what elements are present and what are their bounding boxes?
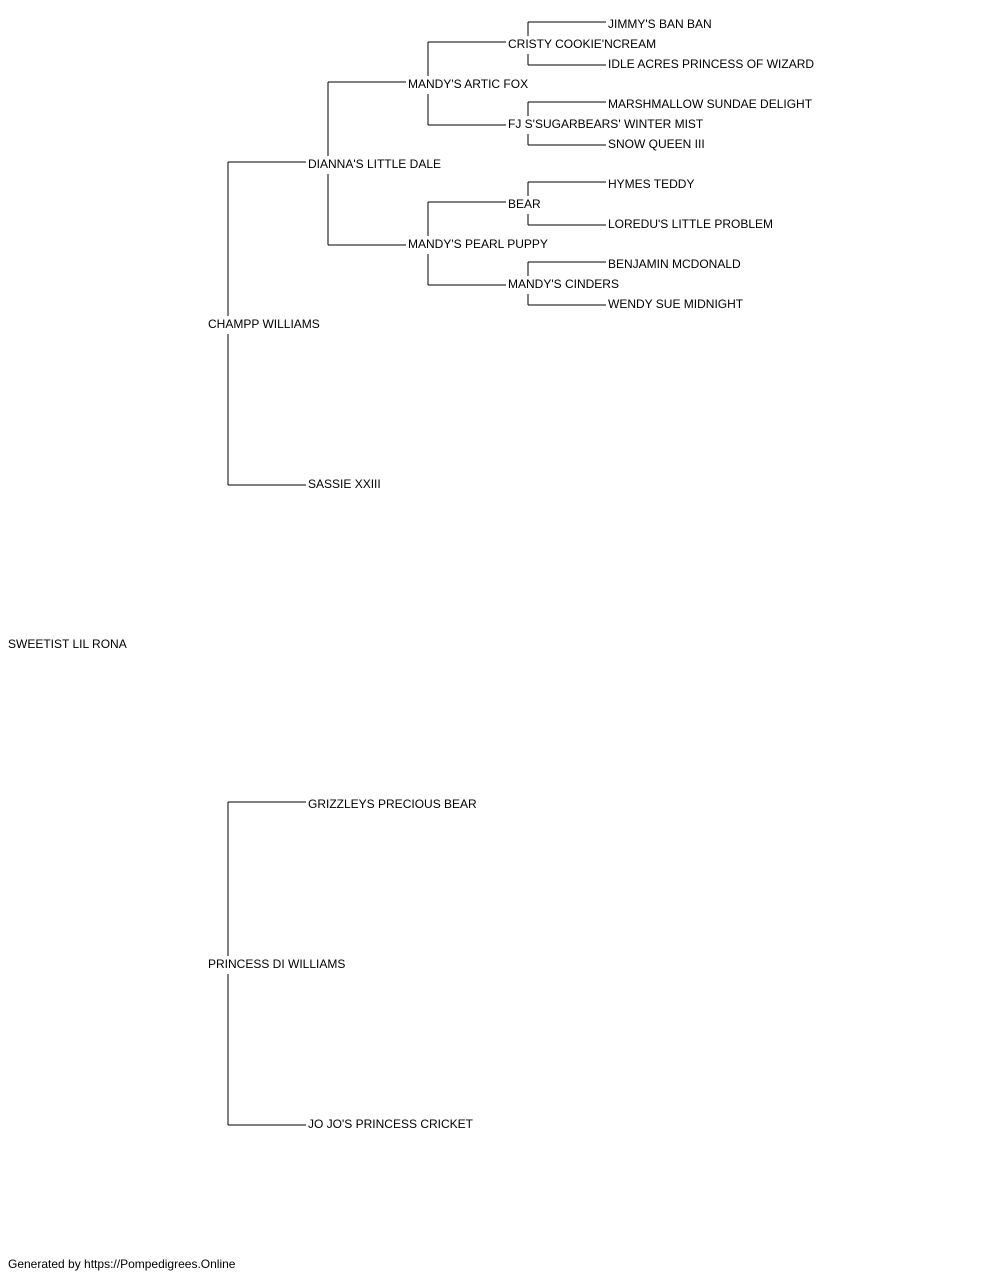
ssddd-name: WENDY SUE MIDNIGHT [608,297,744,311]
sire-sire-name: DIANNA'S LITTLE DALE [308,157,441,171]
sssds-name: MARSHMALLOW SUNDAE DELIGHT [608,97,813,111]
ssdss-name: HYMES TEDDY [608,177,695,191]
ssds-name: BEAR [508,197,541,211]
ssdds-name: BENJAMIN MCDONALD [608,257,741,271]
ssdsd-name: LOREDU'S LITTLE PROBLEM [608,217,773,231]
dam-dam-name: JO JO'S PRINCESS CRICKET [308,1117,473,1131]
sss-name: MANDY'S ARTIC FOX [408,77,529,91]
sssdd-name: SNOW QUEEN III [608,137,705,151]
ssdd-name: MANDY'S CINDERS [508,277,619,291]
ssd-name: MANDY'S PEARL PUPPY [408,237,548,251]
sssd-name: FJ S'SUGARBEARS' WINTER MIST [508,117,704,131]
dam-name: PRINCESS DI WILLIAMS [208,957,346,971]
sssss-name: JIMMY'S BAN BAN [608,17,712,31]
sire-name: CHAMPP WILLIAMS [208,317,320,331]
ssssd-name: IDLE ACRES PRINCESS OF WIZARD [608,57,815,71]
ssss-name: CRISTY COOKIE'NCREAM [508,37,657,51]
dam-sire-name: GRIZZLEYS PRECIOUS BEAR [308,797,477,811]
generated-by-footer: Generated by https://Pompedigrees.Online [8,1257,236,1271]
subject-name: SWEETIST LIL RONA [8,637,127,651]
sire-dam-name: SASSIE XXIII [308,477,381,491]
